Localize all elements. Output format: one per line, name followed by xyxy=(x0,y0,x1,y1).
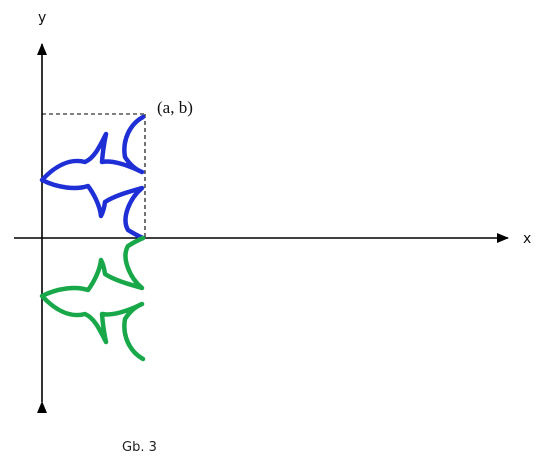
y-axis-label: y xyxy=(38,10,46,26)
original-shape xyxy=(39,114,146,241)
reflected-shape xyxy=(39,235,146,362)
point-label: (a, b) xyxy=(157,98,193,117)
figure-caption: Gb. 3 xyxy=(122,440,157,455)
x-axis-label: x xyxy=(523,231,531,247)
